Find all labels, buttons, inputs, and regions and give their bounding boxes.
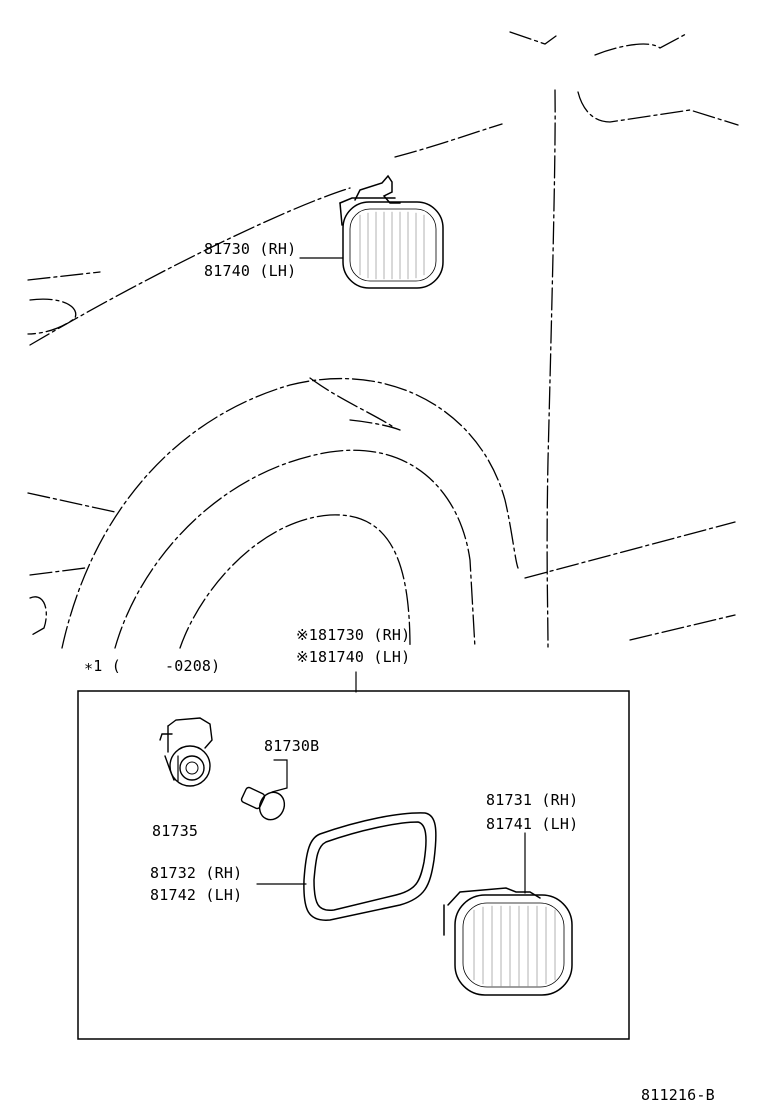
part-label-lamp-rh: 81730 (RH) <box>204 240 297 258</box>
bulb-socket-part <box>159 717 213 787</box>
gasket-part <box>303 812 437 921</box>
part-label-lens-rh: 81731 (RH) <box>486 791 579 809</box>
part-label-lamp-lh: 81740 (LH) <box>204 262 297 280</box>
footnote-date-range: -0208) <box>165 657 221 675</box>
part-label-assembly-lh: ※181740 (LH) <box>296 648 411 666</box>
part-label-gasket-rh: 81732 (RH) <box>150 864 243 882</box>
side-marker-lamp-installed <box>339 174 444 289</box>
parts-detail-box <box>77 690 630 1040</box>
vehicle-body-outline <box>27 31 739 649</box>
part-label-assembly-rh: ※181730 (RH) <box>296 626 411 644</box>
part-label-bulb: 81730B <box>264 737 320 755</box>
leader-lines <box>177 257 526 894</box>
figure-code: 811216-B <box>641 1086 715 1104</box>
footnote-mark: ∗1 ( <box>84 657 121 675</box>
part-label-socket: 81735 <box>152 822 199 840</box>
bulb-part <box>240 786 286 821</box>
lens-part <box>443 887 573 996</box>
part-label-gasket-lh: 81742 (LH) <box>150 886 243 904</box>
part-label-lens-lh: 81741 (LH) <box>486 815 579 833</box>
